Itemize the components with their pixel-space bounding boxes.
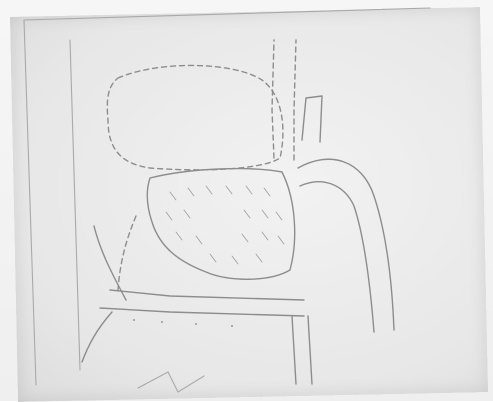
small-side-duct <box>302 96 322 142</box>
lower-duct-bottom <box>100 308 304 316</box>
paper-margin-line <box>70 40 80 370</box>
top-vessel-right <box>294 40 296 160</box>
paper-border-top <box>24 8 430 20</box>
right-tube-outer <box>298 159 394 330</box>
right-tube-inner <box>300 182 374 332</box>
paper-border-left <box>24 20 36 385</box>
dotted-fibers <box>133 319 233 327</box>
upper-left-organ <box>107 65 283 169</box>
central-organ-hatching <box>166 186 284 264</box>
top-vessel-left <box>272 40 274 158</box>
bottom-stem-left <box>292 316 296 384</box>
central-organ <box>147 169 294 280</box>
bottom-stem-right <box>308 316 312 384</box>
lower-duct-top <box>110 290 304 300</box>
bottom-zigzag <box>138 372 204 392</box>
branch-vessel-lower <box>82 312 112 362</box>
branch-vessel-dashed <box>118 216 136 290</box>
